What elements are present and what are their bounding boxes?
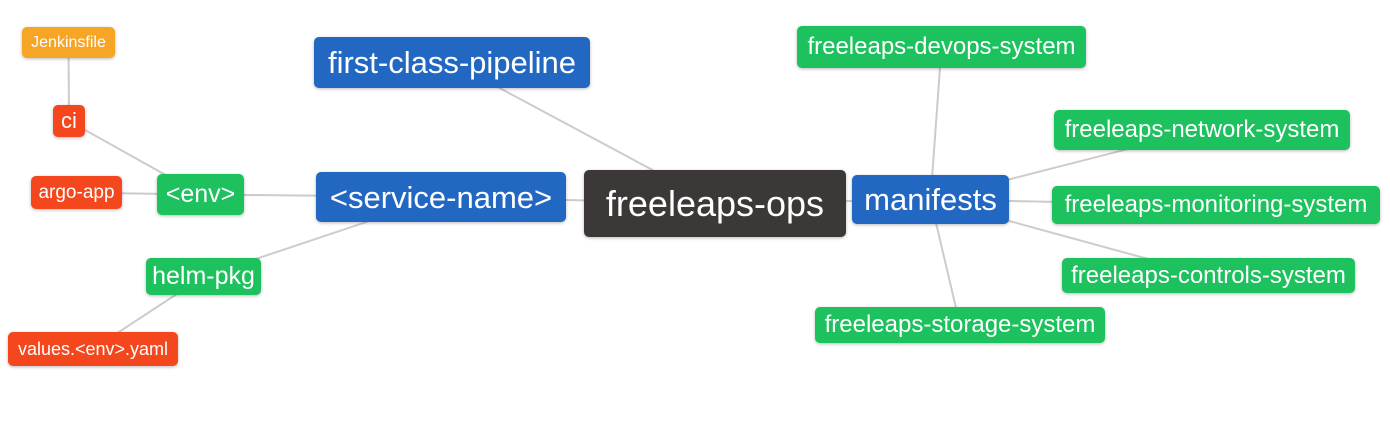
node-service-name[interactable]: <service-name> — [316, 172, 566, 222]
node-freeleaps-storage-system[interactable]: freeleaps-storage-system — [815, 307, 1105, 343]
node-manifests[interactable]: manifests — [852, 175, 1009, 224]
node-freeleaps-controls-system[interactable]: freeleaps-controls-system — [1062, 258, 1355, 293]
node-values-env-yaml[interactable]: values.<env>.yaml — [8, 332, 178, 366]
node-env[interactable]: <env> — [157, 174, 244, 215]
node-helm-pkg[interactable]: helm-pkg — [146, 258, 261, 295]
node-argo-app[interactable]: argo-app — [31, 176, 122, 209]
node-first-class-pipeline[interactable]: first-class-pipeline — [314, 37, 590, 88]
node-freeleaps-ops[interactable]: freeleaps-ops — [584, 170, 846, 237]
node-freeleaps-network-system[interactable]: freeleaps-network-system — [1054, 110, 1350, 150]
node-ci[interactable]: ci — [53, 105, 85, 137]
node-freeleaps-devops-system[interactable]: freeleaps-devops-system — [797, 26, 1086, 68]
node-freeleaps-monitoring-system[interactable]: freeleaps-monitoring-system — [1052, 186, 1380, 224]
node-jenkinsfile[interactable]: Jenkinsfile — [22, 27, 115, 58]
